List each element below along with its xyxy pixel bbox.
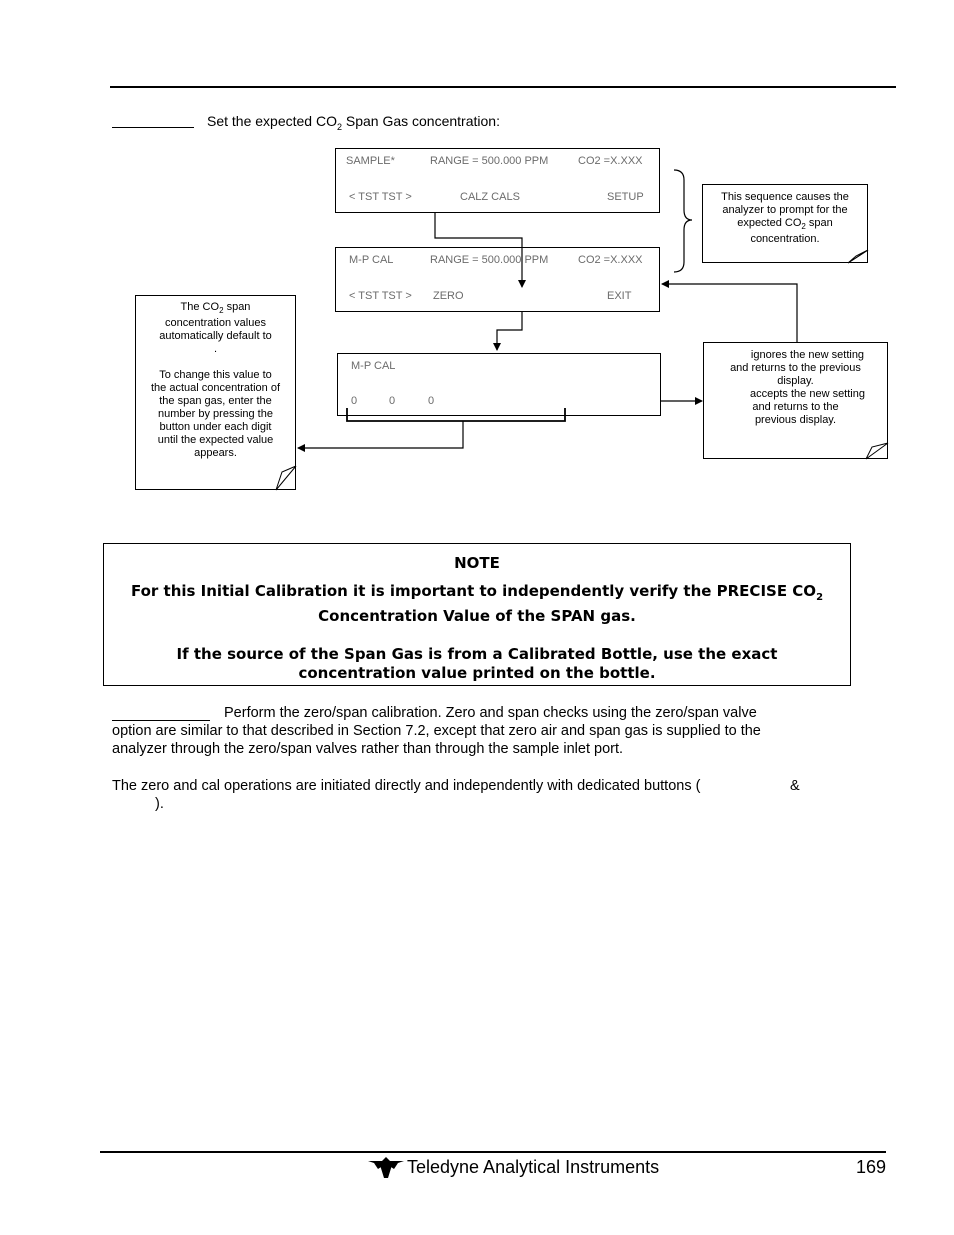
step2-line2: option are similar to that described in … (112, 723, 761, 739)
step2-label-underline (112, 720, 210, 721)
step2-line3: analyzer through the zero/span valves ra… (112, 741, 624, 757)
para2-ampersand: & (790, 778, 800, 794)
callout-default-value: The CO2 span concentration values automa… (135, 295, 296, 490)
arrow-zero-to-entry (493, 312, 523, 351)
step1-text: Set the expected CO2 Span Gas concentrat… (207, 113, 500, 132)
teledyne-logo-icon (368, 1157, 404, 1178)
step2-line1: Perform the zero/span calibration. Zero … (224, 705, 757, 721)
para2-line2: ). (155, 796, 164, 812)
footer-rule (100, 1151, 886, 1153)
note-line4: concentration value printed on the bottl… (298, 664, 656, 682)
front-panel-display-mpcal: M-P CAL RANGE = 500.000 PPM CO2 =X.XXX <… (335, 247, 660, 312)
front-panel-display-sample: SAMPLE* RANGE = 500.000 PPM CO2 =X.XXX <… (335, 148, 660, 213)
curly-brace (673, 169, 693, 273)
step-label-underline (112, 127, 194, 128)
header-rule (110, 86, 896, 88)
note-box: NOTE For this Initial Calibration it is … (103, 543, 851, 686)
note-line1: For this Initial Calibration it is impor… (130, 582, 824, 603)
note-line3: If the source of the Span Gas is from a … (176, 645, 778, 663)
callout-sequence: This sequence causes the analyzer to pro… (702, 184, 868, 263)
front-panel-display-entry: M-P CAL 0 0 0 (337, 353, 661, 416)
callout-exit-enter: ignores the new setting and returns to t… (703, 342, 888, 459)
arrow-to-default-callout (297, 421, 464, 452)
note-title: NOTE (454, 554, 500, 572)
arrow-calz-to-mpcal (434, 213, 526, 288)
note-line2: Concentration Value of the SPAN gas. (318, 607, 636, 625)
para2-line1: The zero and cal operations are initiate… (112, 778, 701, 794)
page-number: 169 (856, 1157, 887, 1177)
arrow-exit-to-display2 (661, 280, 798, 342)
digit-bracket (346, 408, 566, 422)
footer-company: Teledyne Analytical Instruments (407, 1157, 660, 1177)
